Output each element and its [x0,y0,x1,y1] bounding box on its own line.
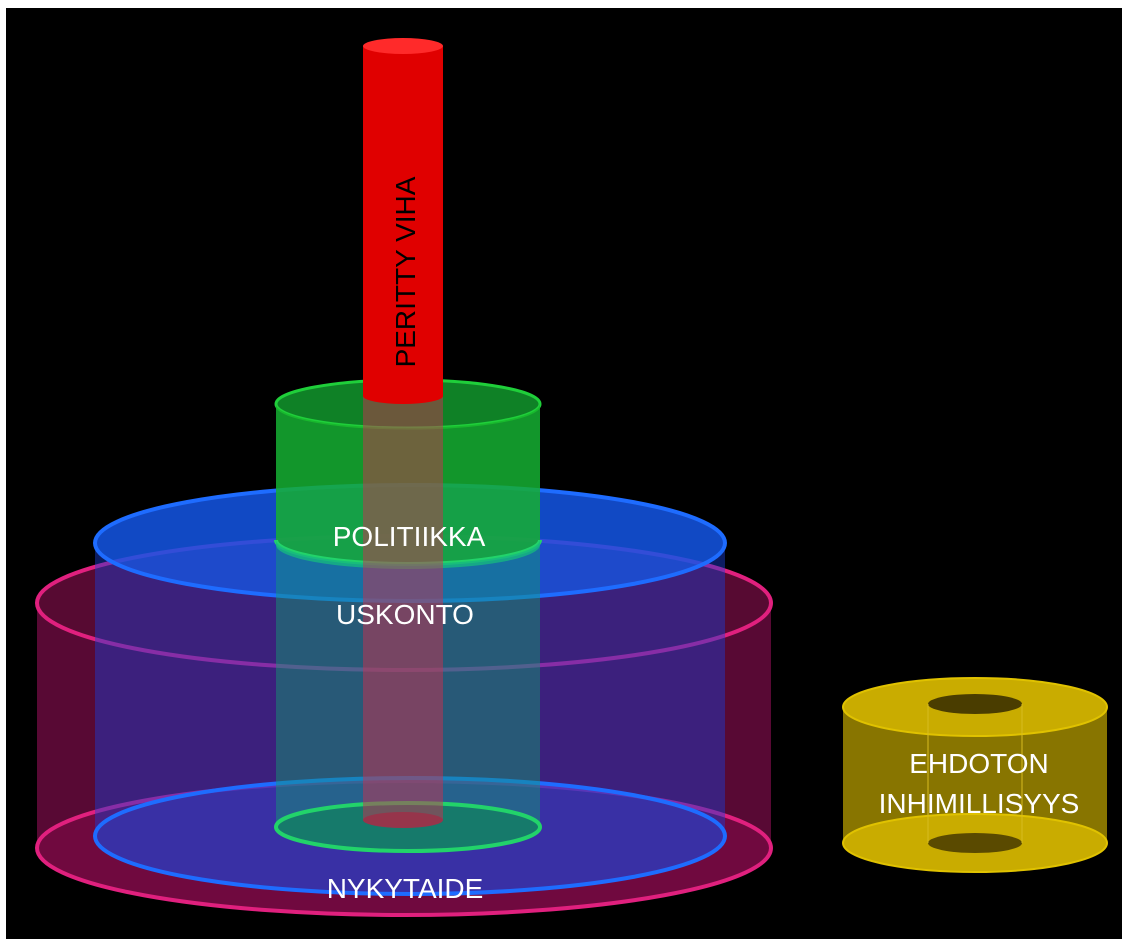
politics-mid-band [276,540,540,569]
hatred-lower-body [363,396,443,828]
humanity-bottom-hole [928,833,1022,853]
hatred-top [363,38,443,54]
humanity-top-hole [928,694,1022,714]
hatred-pillar [363,38,443,828]
humanity-cylinder [842,677,1108,873]
hatred-upper-body [363,46,443,404]
humanity-label-line1: EHDOTON [909,748,1049,779]
contemporary-art-label: NYKYTAIDE [327,873,484,904]
humanity-label-line2: INHIMILLISYYS [879,788,1080,819]
hatred-bottom [363,812,443,828]
religion-label: USKONTO [336,599,474,630]
hatred-label: PERITTY VIHA [390,176,421,367]
politics-label: POLITIIKKA [333,521,486,552]
